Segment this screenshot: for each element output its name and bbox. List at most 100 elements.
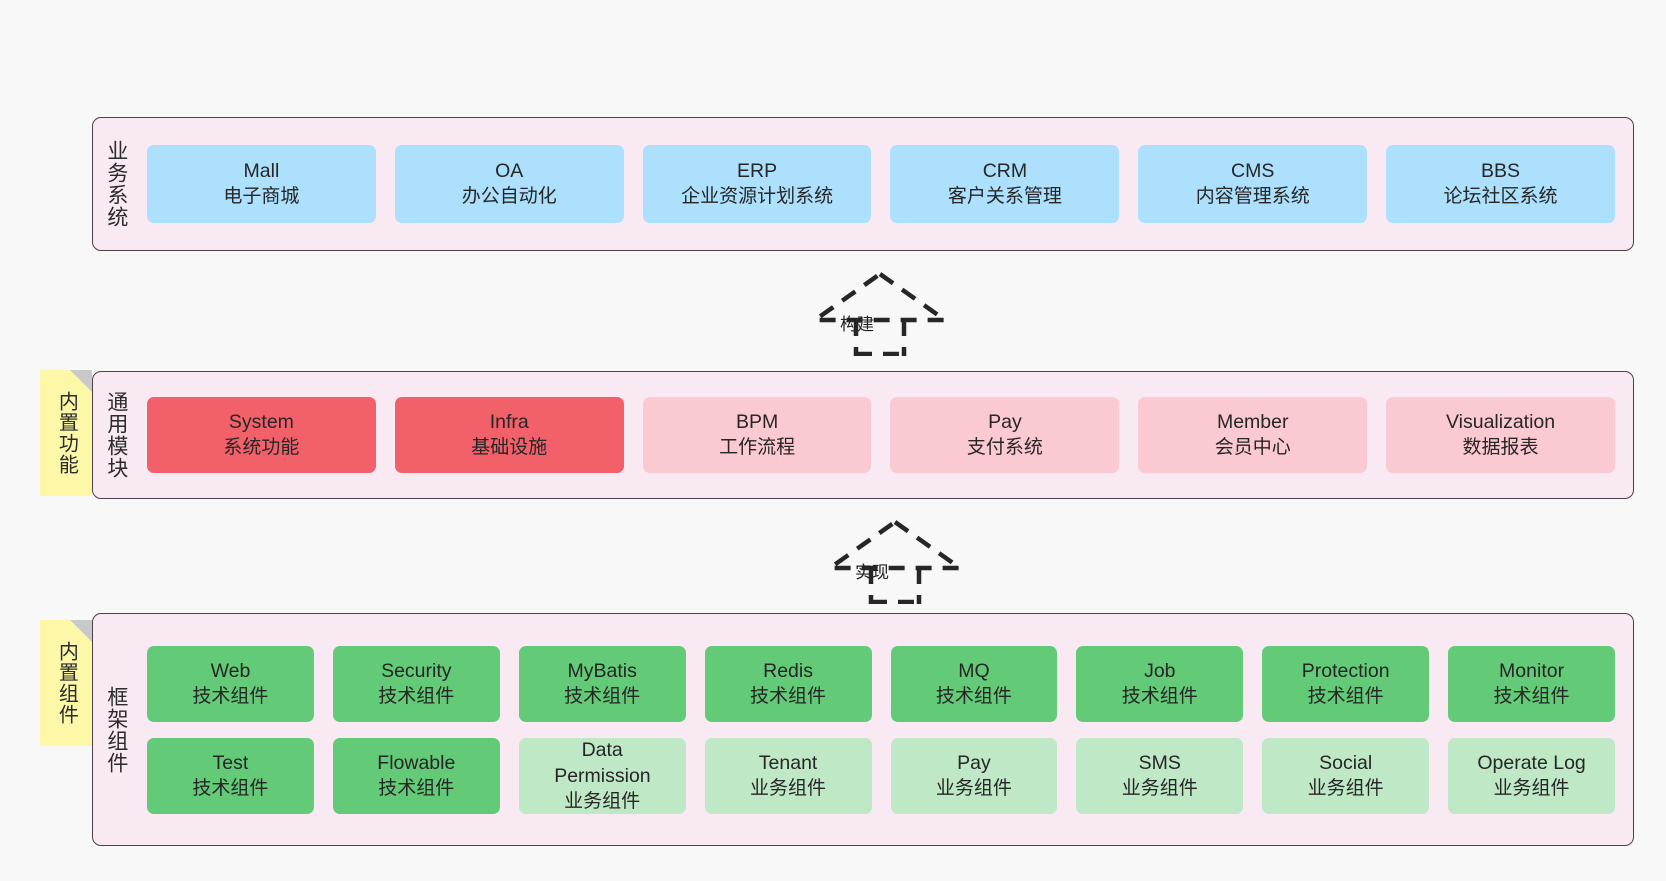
card-title: System [228,411,294,434]
connector-label-implement: 实现 [855,563,889,582]
card-tenant[interactable]: Tenant 业务组件 [704,737,872,814]
note-label: 内置功能 [55,391,78,475]
note-fold-corner-icon [70,620,92,642]
card-title: Operate Log [1477,751,1586,774]
layer-common-module: 通用模块 System 系统功能 Infra 基础设施 BPM 工作流程 Pay… [92,371,1634,499]
card-title: Web [210,659,251,682]
layer-title-common-module: 通用模块 [104,391,128,479]
card-data-permission[interactable]: Data Permission 业务组件 [518,737,686,814]
card-subtitle: 技术组件 [192,685,269,707]
card-title: Protection [1301,659,1390,682]
card-subtitle: 技术组件 [564,685,641,707]
card-title: Visualization [1445,411,1556,434]
card-subtitle: 业务组件 [1121,777,1198,799]
note-builtin-function: 内置功能 [40,370,92,496]
card-mq[interactable]: MQ 技术组件 [890,645,1058,722]
card-subtitle: 业务组件 [564,790,641,812]
card-cms[interactable]: CMS 内容管理系统 [1138,145,1368,223]
card-title: Flowable [377,751,456,774]
card-crm[interactable]: CRM 客户关系管理 [890,145,1120,223]
card-test[interactable]: Test 技术组件 [147,737,314,814]
card-title: CMS [1231,160,1275,183]
card-flowable[interactable]: Flowable 技术组件 [332,737,500,814]
card-pay-component[interactable]: Pay 业务组件 [890,737,1058,814]
card-title: Pay [988,411,1022,434]
card-title: BPM [735,411,779,434]
layer-body-business-system: Mall 电子商城 OA 办公自动化 ERP 企业资源计划系统 CRM 客户关系… [139,118,1633,250]
card-web[interactable]: Web 技术组件 [147,645,314,722]
card-pay-module[interactable]: Pay 支付系统 [890,397,1120,473]
card-subtitle: 业务组件 [1307,777,1384,799]
card-visualization[interactable]: Visualization 数据报表 [1386,397,1615,473]
card-title: CRM [982,160,1028,183]
card-subtitle: 客户关系管理 [947,186,1062,208]
row-business-components: Test 技术组件 Flowable 技术组件 Data Permission … [147,737,1615,814]
card-mybatis[interactable]: MyBatis 技术组件 [518,645,686,722]
card-operate-log[interactable]: Operate Log 业务组件 [1448,737,1615,814]
layer-body-framework-component: Web 技术组件 Security 技术组件 MyBatis 技术组件 Redi… [139,614,1633,845]
card-title: Monitor [1499,659,1565,682]
card-subtitle: 技术组件 [1307,685,1384,707]
card-title: ERP [737,160,778,183]
card-subtitle: 系统功能 [223,437,300,459]
card-subtitle: 技术组件 [1121,685,1198,707]
card-oa[interactable]: OA 办公自动化 [394,145,624,223]
layer-title-business-system: 业务系统 [104,140,128,228]
card-subtitle: 企业资源计划系统 [681,186,834,208]
note-builtin-component: 内置组件 [40,620,92,746]
card-title: Social [1319,751,1373,774]
connector-implement: 实现 [815,516,975,605]
card-subtitle: 技术组件 [935,685,1012,707]
card-bbs[interactable]: BBS 论坛社区系统 [1386,145,1615,223]
card-infra[interactable]: Infra 基础设施 [394,397,624,473]
card-title: Tenant [758,751,818,774]
card-erp[interactable]: ERP 企业资源计划系统 [642,145,872,223]
card-subtitle: 数据报表 [1462,437,1539,459]
card-redis[interactable]: Redis 技术组件 [704,645,872,722]
card-subtitle: 技术组件 [378,777,455,799]
card-subtitle: 业务组件 [1493,777,1570,799]
card-subtitle: 业务组件 [750,777,827,799]
card-subtitle: 会员中心 [1214,437,1291,459]
card-protection[interactable]: Protection 技术组件 [1262,645,1430,722]
card-subtitle: 基础设施 [471,437,548,459]
layer-framework-component: 框架组件 Web 技术组件 Security 技术组件 MyBatis 技术组件… [92,613,1634,846]
generalization-arrow-icon [807,271,953,357]
connector-build: 构建 [800,268,960,357]
card-subtitle: 工作流程 [719,437,796,459]
card-title: Mall [243,160,280,183]
generalization-arrow-icon [822,519,968,605]
card-subtitle: 技术组件 [192,777,269,799]
card-member[interactable]: Member 会员中心 [1138,397,1368,473]
layer-body-common-module: System 系统功能 Infra 基础设施 BPM 工作流程 Pay 支付系统… [139,372,1633,498]
card-title: OA [495,160,524,183]
card-job[interactable]: Job 技术组件 [1076,645,1244,722]
card-subtitle: 办公自动化 [461,186,557,208]
card-subtitle: 支付系统 [966,437,1043,459]
card-title: Infra [489,411,529,434]
card-title: Job [1144,659,1176,682]
card-sms[interactable]: SMS 业务组件 [1076,737,1244,814]
card-mall[interactable]: Mall 电子商城 [147,145,376,223]
card-subtitle: 论坛社区系统 [1443,186,1558,208]
row-common-modules: System 系统功能 Infra 基础设施 BPM 工作流程 Pay 支付系统… [147,397,1615,473]
card-subtitle: 技术组件 [1493,685,1570,707]
card-title: MQ [958,659,990,682]
card-subtitle: 技术组件 [378,685,455,707]
card-subtitle: 业务组件 [935,777,1012,799]
note-label: 内置组件 [55,641,78,725]
card-title: SMS [1138,751,1181,774]
connector-label-build: 构建 [840,315,874,334]
row-tech-components: Web 技术组件 Security 技术组件 MyBatis 技术组件 Redi… [147,645,1615,722]
card-social[interactable]: Social 业务组件 [1262,737,1430,814]
card-monitor[interactable]: Monitor 技术组件 [1448,645,1615,722]
card-security[interactable]: Security 技术组件 [332,645,500,722]
card-subtitle: 电子商城 [223,186,300,208]
card-bpm[interactable]: BPM 工作流程 [642,397,872,473]
card-system[interactable]: System 系统功能 [147,397,376,473]
row-business-systems: Mall 电子商城 OA 办公自动化 ERP 企业资源计划系统 CRM 客户关系… [147,145,1615,223]
layer-title-framework-component: 框架组件 [104,685,128,774]
card-title: Pay [957,751,991,774]
card-title: Member [1216,411,1289,434]
card-title: BBS [1481,160,1521,183]
